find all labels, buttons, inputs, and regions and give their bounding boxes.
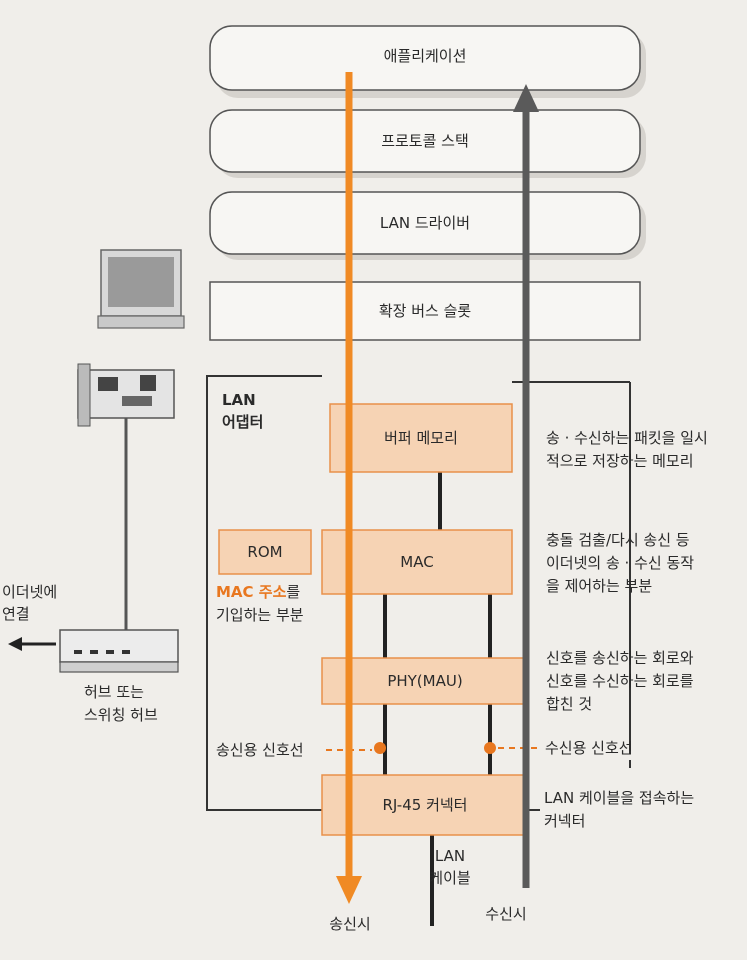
buffer-memory-box (329, 403, 513, 473)
rom-label: ROM (247, 543, 283, 561)
mac-annotation-line3: 을 제어하는 부분 (546, 577, 653, 595)
layer-application-box (209, 25, 641, 91)
buffer-annotation-line2: 적으로 저장하는 메모리 (546, 452, 694, 470)
hub-label-line1: 허브 또는 (84, 683, 144, 701)
lan-cable-label-line1: LAN (434, 847, 466, 865)
label-lan-driver: LAN 드라이버 (379, 214, 471, 232)
buffer-annotation-line1: 송 · 수신하는 패킷을 일시 (546, 429, 708, 447)
rom-annotation-line1: MAC 주소를 (216, 582, 300, 602)
label-protocol-stack: 프로토콜 스택 (381, 132, 469, 150)
rj45-annotation-line1: LAN 케이블을 접속하는 (544, 789, 695, 807)
send-arrow-head (336, 876, 362, 904)
rx-signal-dot (484, 742, 496, 754)
receive-arrow-head (513, 84, 539, 112)
phy-annotation-line2: 신호를 수신하는 회로를 (546, 672, 694, 690)
tx-signal-dot (374, 742, 386, 754)
phy-label: PHY(MAU) (387, 672, 463, 690)
ethernet-arrow-head (8, 637, 22, 651)
mac-annotation-line1: 충돌 검출/다시 송신 등 (546, 531, 690, 549)
label-expansion-slot: 확장 버스 슬롯 (378, 302, 472, 320)
label-application: 애플리케이션 (383, 47, 467, 65)
layer-slot-box (209, 281, 641, 341)
adapter-title-line2: 어댑터 (222, 413, 264, 431)
hub-icon (59, 629, 179, 673)
buffer-memory-label: 버퍼 메모리 (384, 429, 458, 447)
ethernet-label-line1: 이더넷에 (2, 583, 58, 601)
rom-annotation-line2: 기입하는 부분 (216, 606, 304, 624)
phy-annotation-line1: 신호를 송신하는 회로와 (546, 649, 694, 667)
mac-annotation-line2: 이더넷의 송 · 수신 동작 (546, 554, 695, 572)
rx-signal-label: 수신용 신호선 (545, 739, 633, 757)
hub-label-line2: 스위칭 허브 (84, 706, 158, 724)
rom-box (218, 529, 312, 575)
monitor-icon (97, 249, 185, 329)
mac-label: MAC (400, 553, 434, 571)
lan-cable-label-line2: 케이블 (429, 869, 471, 887)
mac-address-highlight: MAC 주소 (216, 583, 287, 601)
layer-protocol-box (209, 109, 641, 173)
network-card-icon (77, 363, 175, 427)
phy-annotation-line3: 합친 것 (546, 695, 593, 713)
receive-label: 수신시 (485, 905, 527, 923)
tx-signal-label: 송신용 신호선 (216, 741, 304, 759)
phy-box (321, 657, 529, 705)
adapter-title-line1: LAN (222, 391, 256, 409)
mac-box (321, 529, 513, 595)
layer-driver-box (209, 191, 641, 255)
rj45-annotation-line2: 커넥터 (544, 812, 586, 830)
send-label: 송신시 (329, 915, 371, 933)
ethernet-label-line2: 연결 (2, 605, 30, 623)
rj45-label: RJ-45 커넥터 (382, 796, 468, 814)
rom-annotation-suffix: 를 (286, 583, 301, 601)
